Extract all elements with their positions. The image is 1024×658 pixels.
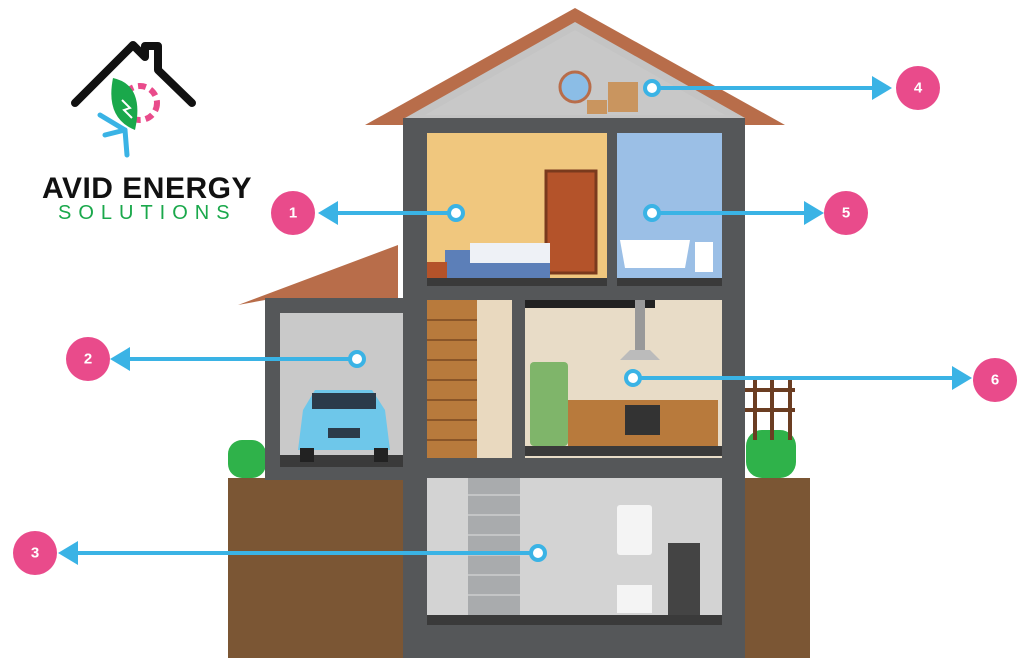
door — [544, 169, 598, 275]
marker-2-label: 2 — [84, 351, 92, 368]
callout-lines — [70, 86, 960, 555]
marker-4-label: 4 — [914, 80, 923, 97]
attic-boxes — [608, 82, 638, 112]
marker-5-label: 5 — [842, 205, 850, 222]
fridge — [530, 362, 568, 446]
garage — [238, 245, 405, 480]
brand-logo: AVID ENERGY SOLUTIONS — [42, 41, 252, 224]
marker-6-label: 6 — [991, 372, 999, 389]
stairwell — [427, 300, 512, 458]
marker-5[interactable]: 5 — [824, 191, 868, 235]
arrowheads — [58, 76, 972, 565]
marker-4[interactable]: 4 — [896, 66, 940, 110]
trellis — [745, 380, 795, 440]
bathroom — [617, 133, 722, 286]
marker-6[interactable]: 6 — [973, 358, 1017, 402]
boiler-unit — [668, 543, 700, 615]
car — [298, 390, 390, 462]
marker-1[interactable]: 1 — [271, 191, 315, 235]
attic-window — [558, 70, 592, 104]
bushes — [228, 430, 796, 478]
boiler — [617, 505, 652, 555]
callout-dots — [348, 79, 661, 562]
marker-3[interactable]: 3 — [13, 531, 57, 575]
logo-subtitle: SOLUTIONS — [58, 202, 237, 224]
marker-2[interactable]: 2 — [66, 337, 110, 381]
marker-1-label: 1 — [289, 205, 297, 222]
marker-3-label: 3 — [31, 545, 39, 562]
logo-title: AVID ENERGY — [42, 172, 252, 205]
